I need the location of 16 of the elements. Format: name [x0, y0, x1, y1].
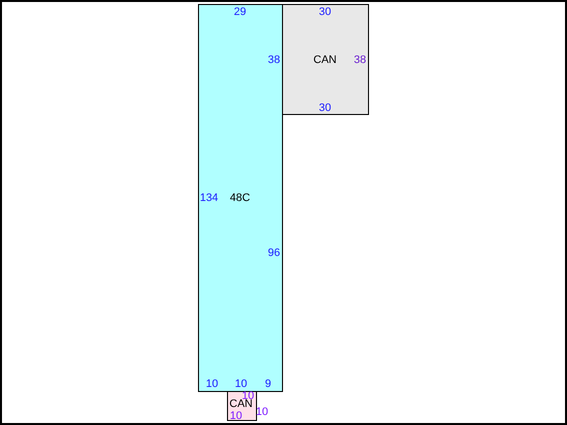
room-outline: [282, 4, 369, 115]
dimension-value: 10: [230, 410, 242, 422]
dimension-value: 38: [354, 54, 366, 66]
dimension-value: 30: [318, 6, 332, 18]
room-label: 48C: [230, 192, 250, 204]
dimension-value: 9: [264, 378, 272, 390]
room-outline: [198, 4, 283, 392]
dimension-value: 134: [200, 192, 218, 204]
dimension-value: 10: [234, 378, 248, 390]
room-label: CAN: [229, 398, 253, 410]
dimension-value: 10: [206, 378, 218, 390]
dimension-value: 38: [268, 54, 280, 66]
dimension-value: 96: [268, 247, 280, 259]
dimension-value: 29: [234, 6, 246, 18]
dimension-value: 30: [318, 102, 332, 114]
room-label: CAN: [313, 54, 337, 66]
